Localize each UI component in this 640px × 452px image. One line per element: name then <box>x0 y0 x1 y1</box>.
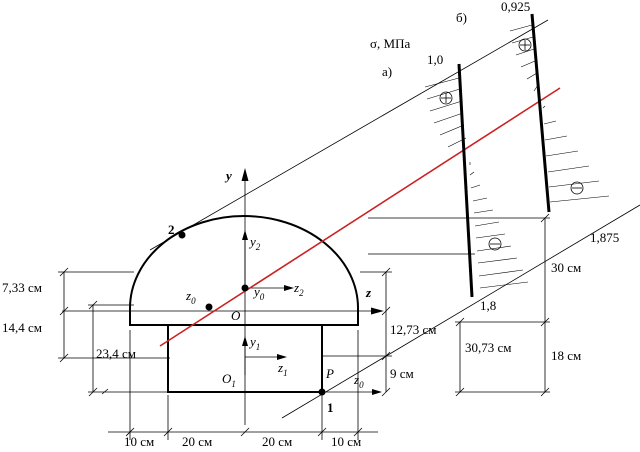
stress-diagram-b-baseline <box>530 13 551 213</box>
z2-label: z2 <box>293 280 304 298</box>
point-1-label: 1 <box>327 400 334 415</box>
load-point-p-label: P <box>325 366 334 381</box>
point-2-label: 2 <box>168 222 175 237</box>
point-y0-marker <box>241 284 249 292</box>
dim-7-33-label: 7,33 см <box>2 280 42 295</box>
point-2-marker <box>178 231 186 239</box>
y1-label: y1 <box>248 334 260 352</box>
origin-o1-label: O1 <box>222 371 236 389</box>
y0-label: y0 <box>252 284 265 302</box>
dim-width-20-right-label: 20 см <box>262 434 292 449</box>
z0-axis-arrow <box>372 389 382 395</box>
dim-9-label: 9 см <box>390 366 414 381</box>
stress-diagram-a-positive-hatch <box>424 77 467 148</box>
parallel-line-point-1 <box>281 204 640 419</box>
neutral-axis-line <box>159 87 561 347</box>
dim-14-4-label: 14,4 см <box>2 320 42 335</box>
point-1-marker <box>318 388 326 396</box>
dim-width-10-right-label: 10 см <box>331 434 361 449</box>
plus-sign-b-icon <box>518 38 532 52</box>
dim-18-label: 18 см <box>551 348 581 363</box>
stress-diagram-a <box>424 63 529 298</box>
point-z0-marker <box>205 303 213 311</box>
z-axis-arrow <box>371 307 384 315</box>
dim-23-4-label: 23,4 см <box>96 346 136 361</box>
tangent-line-point-2 <box>149 19 549 251</box>
stress-diagram-b-positive-hatch <box>509 24 539 92</box>
dim-width-20-left-label: 20 см <box>182 434 212 449</box>
stress-diagram-b <box>509 13 610 213</box>
stress-a-bottom-value: 1,8 <box>480 298 496 313</box>
semicircle-flange-outline <box>129 215 359 309</box>
minus-sign-b-icon <box>570 181 584 195</box>
stress-a-top-value: 1,0 <box>427 52 443 67</box>
flange-outline <box>129 308 359 326</box>
minus-sign-a-icon <box>488 237 502 251</box>
y1-axis-arrow <box>242 336 248 346</box>
y2-axis-arrow <box>242 230 248 240</box>
z0-left-label: z0 <box>185 288 196 306</box>
part-b-label: б) <box>456 10 467 25</box>
extension-lines <box>58 217 550 440</box>
stress-diagram-a-baseline <box>457 63 474 298</box>
axis-z-label: z <box>365 285 372 300</box>
plus-sign-a-icon <box>439 91 453 105</box>
dim-30-73-label: 30,73 см <box>465 340 512 355</box>
dim-width-10-left-label: 10 см <box>124 434 154 449</box>
stress-b-bottom-value: 1,875 <box>590 230 619 245</box>
stress-diagram-a-negative-hatch <box>469 162 529 289</box>
z0-right-label: z0 <box>353 372 364 390</box>
dim-30-label: 30 см <box>551 260 581 275</box>
dimension-lines <box>59 213 550 437</box>
stress-b-top-value: 0,925 <box>501 0 530 14</box>
origin-o-label: O <box>231 308 241 323</box>
y-axis-arrow <box>241 168 249 181</box>
stress-diagram-b-negative-hatch <box>542 105 610 203</box>
axis-y-label: y <box>224 168 232 183</box>
z1-axis-arrow <box>277 354 287 360</box>
part-a-label: а) <box>382 64 392 79</box>
sigma-unit-label: σ, МПа <box>370 36 410 51</box>
dim-12-73-label: 12,73 см <box>390 322 437 337</box>
y2-label: y2 <box>248 234 261 252</box>
z1-label: z1 <box>277 360 288 378</box>
z2-axis-arrow <box>284 285 294 291</box>
